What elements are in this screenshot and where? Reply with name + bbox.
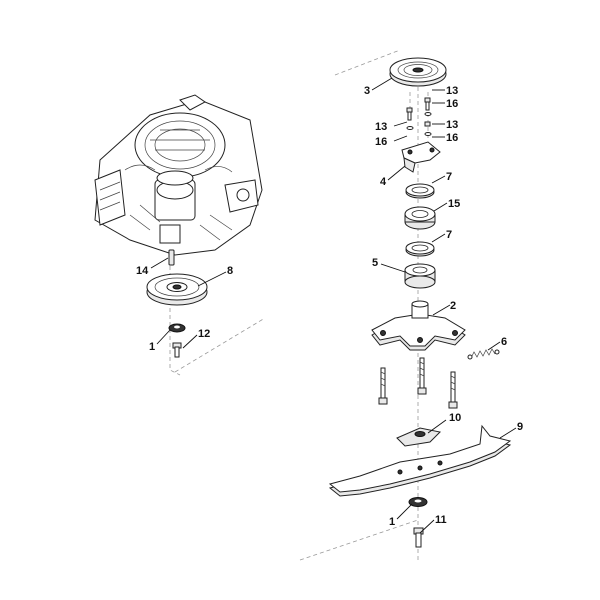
callout-8: 8 <box>227 265 233 277</box>
callout-16: 16 <box>375 136 387 148</box>
bolt-part-12 <box>172 342 182 358</box>
ring-part-7-bottom <box>405 241 435 257</box>
callout-16: 16 <box>446 132 458 144</box>
ring-part-7-top <box>405 183 435 199</box>
housing-part-2 <box>371 300 466 351</box>
callout-15: 15 <box>448 198 460 210</box>
washer-part-1-right <box>408 497 428 507</box>
callout-14: 14 <box>136 265 149 277</box>
blade-part-9 <box>328 424 512 497</box>
callout-1: 1 <box>149 341 155 353</box>
pulley-part-8 <box>146 273 208 306</box>
leader-lines <box>150 77 517 534</box>
callout-6: 6 <box>501 336 507 348</box>
blade-adapter-part-10 <box>396 427 442 447</box>
screws-washers-13-16 <box>406 97 432 136</box>
callout-11: 11 <box>435 514 447 526</box>
callout-4: 4 <box>380 176 387 188</box>
callout-12: 12 <box>198 328 210 340</box>
callout-2: 2 <box>450 300 456 312</box>
key-part-14 <box>168 249 175 266</box>
callout-7: 7 <box>446 171 452 183</box>
engine-drawing <box>94 94 263 256</box>
callout-10: 10 <box>449 412 461 424</box>
callout-13: 13 <box>446 119 458 131</box>
callout-9: 9 <box>517 421 523 433</box>
washer-part-1-left <box>168 323 186 333</box>
bearing-part-15 <box>404 206 436 230</box>
callout-1: 1 <box>389 516 395 528</box>
pulley-part-3 <box>389 57 447 87</box>
spring-part-6 <box>467 348 500 360</box>
callout-5: 5 <box>372 257 378 269</box>
callout-13: 13 <box>446 85 458 97</box>
callout-13: 13 <box>375 121 387 133</box>
callout-labels: 3 13 16 13 13 16 16 4 7 15 7 5 2 6 14 8 … <box>136 85 523 528</box>
long-bolts <box>378 357 458 409</box>
callout-3: 3 <box>364 85 370 97</box>
lever-part-4 <box>401 141 441 173</box>
callout-7: 7 <box>446 229 452 241</box>
hub-part-5 <box>404 263 436 289</box>
bolt-part-11 <box>413 527 424 548</box>
callout-16: 16 <box>446 98 458 110</box>
